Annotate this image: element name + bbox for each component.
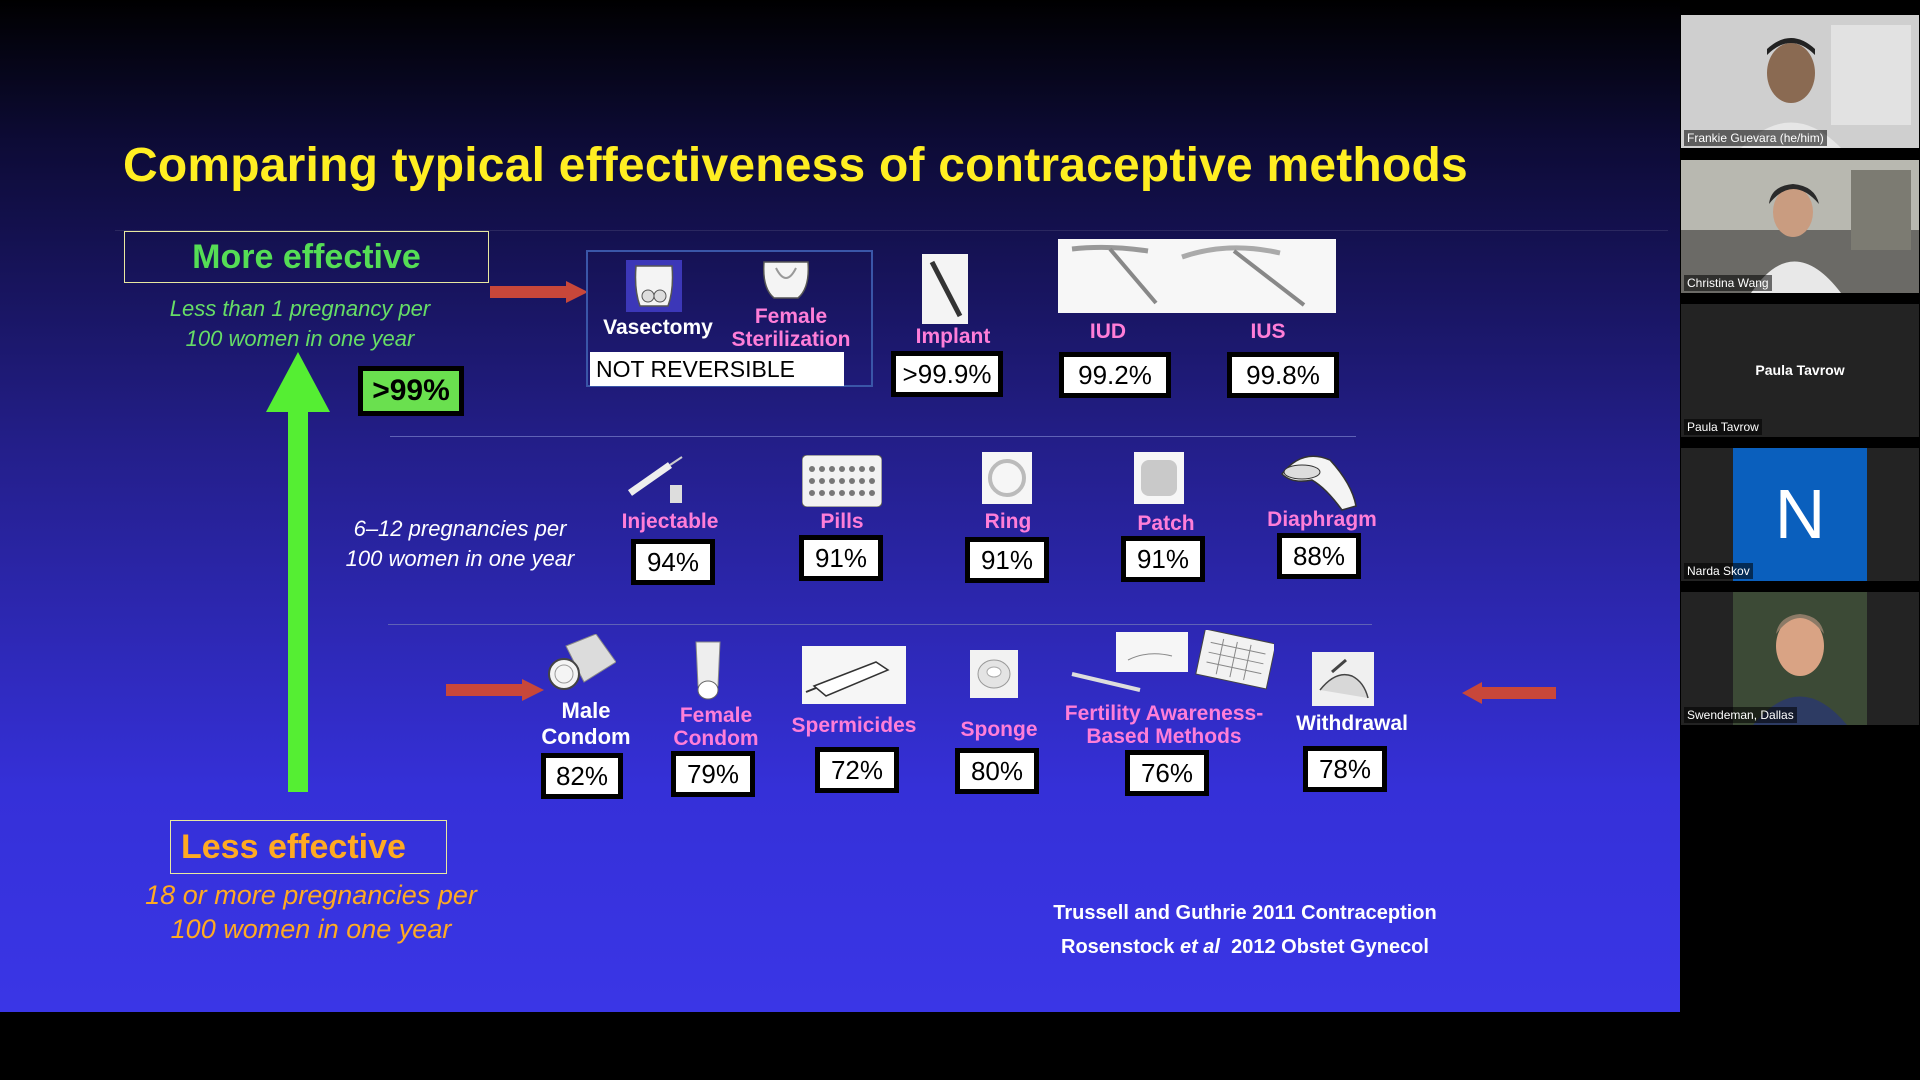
label-line: Condom	[673, 727, 759, 750]
iud-ius-icon	[1058, 239, 1336, 313]
participant-avatar: N	[1733, 448, 1867, 581]
citation-text: 2012 Obstet Gynecol	[1219, 936, 1429, 958]
less-effective-note: 18 or more pregnancies per 100 women in …	[118, 878, 504, 946]
tier-divider	[390, 436, 1356, 437]
participant-tile[interactable]: Swendeman, Dallas	[1681, 592, 1919, 725]
participant-name: Narda Skov	[1684, 563, 1753, 579]
pct-withdrawal: 78%	[1303, 746, 1387, 792]
participant-name: Paula Tavrow	[1684, 419, 1762, 435]
female-sterilization-icon	[762, 261, 810, 299]
pct-injectable: 94%	[631, 539, 715, 585]
label-line: Female	[679, 704, 753, 727]
note-line: 100 women in one year	[185, 326, 415, 351]
ring-icon	[982, 452, 1032, 504]
pct-iud: 99.2%	[1059, 352, 1171, 398]
label-line: Based Methods	[1086, 725, 1242, 748]
pct-fertility-awareness: 76%	[1125, 750, 1209, 796]
slide-title: Comparing typical effectiveness of contr…	[123, 139, 1468, 192]
red-arrow-left-icon	[1462, 682, 1556, 704]
note-line: 100 women in one year	[345, 546, 575, 571]
method-label-pills: Pills	[820, 510, 864, 533]
male-condom-icon	[548, 634, 616, 690]
patch-icon	[1134, 452, 1184, 504]
red-arrow-right-icon	[446, 679, 544, 701]
not-reversible-label: NOT REVERSIBLE	[590, 352, 844, 386]
method-label-sponge: Sponge	[960, 718, 1038, 741]
sponge-icon	[970, 650, 1018, 698]
withdrawal-icon	[1312, 652, 1374, 706]
participant-tile[interactable]: N Narda Skov	[1681, 448, 1919, 581]
pct-ring: 91%	[965, 537, 1049, 583]
method-label-withdrawal: Withdrawal	[1296, 712, 1408, 735]
citation: Trussell and Guthrie 2011 Contraception …	[1000, 896, 1490, 964]
participant-video-icon	[1681, 160, 1919, 293]
participant-name: Frankie Guevara (he/him)	[1684, 130, 1827, 146]
pct-spermicides: 72%	[815, 747, 899, 793]
method-label-patch: Patch	[1137, 512, 1195, 535]
note-line: Less than 1 pregnancy per	[169, 296, 431, 321]
injectable-icon	[627, 456, 683, 503]
method-label-fertility-awareness: Fertility Awareness- Based Methods	[1054, 702, 1274, 748]
method-label-female-condom: Female Condom	[656, 704, 776, 750]
pct-diaphragm: 88%	[1277, 533, 1361, 579]
label-line: Male	[561, 698, 611, 723]
pct-implant: >99.9%	[891, 351, 1003, 397]
participant-tile[interactable]: Frankie Guevara (he/him)	[1681, 15, 1919, 148]
female-condom-icon	[695, 641, 721, 700]
vasectomy-icon	[626, 260, 682, 312]
method-label-diaphragm: Diaphragm	[1267, 508, 1377, 531]
fertility-awareness-icon	[1071, 630, 1274, 692]
label-line: Female	[754, 305, 828, 328]
note-line: 100 women in one year	[170, 914, 452, 944]
method-label-female-sterilization: Female Sterilization	[724, 305, 858, 351]
participant-center-name: Paula Tavrow	[1755, 362, 1845, 378]
participant-photo-icon	[1733, 592, 1867, 725]
pills-icon	[802, 455, 882, 507]
note-line: 18 or more pregnancies per	[145, 880, 477, 910]
implant-icon	[922, 254, 968, 324]
citation-line-1: Trussell and Guthrie 2011 Contraception	[1053, 902, 1437, 924]
diaphragm-icon	[1281, 455, 1357, 511]
mid-tier-note: 6–12 pregnancies per 100 women in one ye…	[330, 514, 590, 574]
participant-name: Swendeman, Dallas	[1684, 707, 1797, 723]
participant-tile[interactable]: Christina Wang	[1681, 160, 1919, 293]
participant-video-icon	[1681, 15, 1919, 148]
participant-name: Christina Wang	[1684, 275, 1772, 291]
method-label-spermicides: Spermicides	[791, 714, 917, 737]
effectiveness-arrow-icon	[266, 352, 330, 792]
citation-line-2: Rosenstock et al 2012 Obstet Gynecol	[1000, 930, 1490, 964]
label-line: Condom	[541, 724, 631, 749]
pct-male-condom: 82%	[541, 753, 623, 799]
spermicides-icon	[802, 646, 906, 704]
pct-ius: 99.8%	[1227, 352, 1339, 398]
presentation-slide: Comparing typical effectiveness of contr…	[0, 0, 1680, 1012]
method-label-vasectomy: Vasectomy	[603, 316, 713, 339]
method-label-ring: Ring	[984, 510, 1032, 533]
more-effective-note: Less than 1 pregnancy per 100 women in o…	[150, 294, 450, 354]
more-effective-heading: More effective	[124, 231, 489, 283]
top-tier-percentage: >99%	[358, 366, 464, 416]
title-underline	[115, 230, 1668, 231]
method-label-ius: IUS	[1250, 320, 1286, 343]
pct-female-condom: 79%	[671, 751, 755, 797]
participant-tile[interactable]: Paula Tavrow Paula Tavrow	[1681, 304, 1919, 437]
pct-patch: 91%	[1121, 536, 1205, 582]
note-line: 6–12 pregnancies per	[353, 516, 567, 541]
less-effective-heading: Less effective	[170, 820, 447, 874]
tier-divider	[388, 624, 1372, 625]
citation-text: Rosenstock	[1061, 936, 1180, 958]
pct-pills: 91%	[799, 535, 883, 581]
pct-sponge: 80%	[955, 748, 1039, 794]
citation-italic: et al	[1179, 936, 1220, 958]
method-label-injectable: Injectable	[621, 510, 719, 533]
method-label-male-condom: Male Condom	[526, 698, 646, 750]
label-line: Sterilization	[731, 328, 851, 351]
method-label-implant: Implant	[915, 325, 991, 348]
sterilization-group-box	[586, 250, 873, 387]
label-line: Fertility Awareness-	[1064, 702, 1264, 725]
red-arrow-right-icon	[490, 281, 588, 303]
method-label-iud: IUD	[1089, 320, 1127, 343]
